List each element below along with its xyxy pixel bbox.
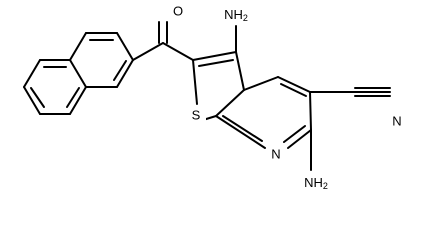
atom-label-sulfur: S (192, 108, 201, 123)
atom-label-ring-nitrogen: N (271, 147, 280, 162)
bond-double-inner (283, 125, 306, 143)
bond (23, 86, 41, 115)
bond-double-inner (113, 60, 127, 81)
bond-double-inner (280, 83, 307, 97)
bond (287, 129, 312, 149)
structure-canvas: O NH2 S N N NH2 (23, 3, 402, 192)
atom-label-amino-bottom: NH2 (304, 175, 328, 192)
atom-label-nitrile-nitrogen: N (392, 114, 401, 129)
bond (235, 51, 245, 91)
bond (69, 32, 87, 61)
bond (132, 42, 164, 61)
bond (23, 59, 41, 88)
bond (215, 115, 266, 149)
bond (215, 89, 245, 117)
bond (116, 32, 134, 61)
bond (69, 59, 87, 88)
bond (116, 59, 134, 88)
bond (192, 51, 237, 61)
bond-double-inner (222, 115, 263, 142)
bond (192, 59, 198, 105)
bond-double-inner (30, 87, 45, 108)
bond-double-inner (198, 59, 234, 67)
bond (243, 76, 279, 91)
atom-label-amino-top: NH2 (224, 7, 248, 24)
atom-label-oxygen: O (173, 4, 183, 19)
molecule-structure: O NH2 S N N NH2 (23, 3, 402, 192)
bond (309, 91, 312, 131)
bond-double-inner (66, 87, 80, 108)
bond (162, 42, 194, 61)
bond (277, 76, 311, 93)
bond (69, 86, 87, 115)
